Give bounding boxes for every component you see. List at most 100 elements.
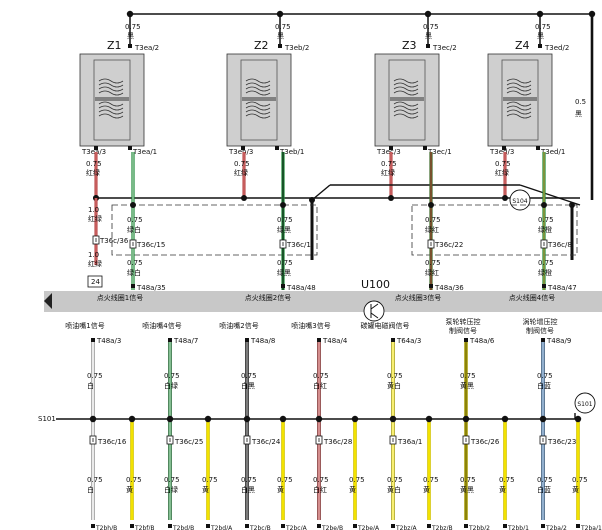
s101-dot	[389, 415, 397, 423]
left-upper-color: 红绿	[88, 214, 102, 223]
bottom-pin-marker	[91, 524, 95, 528]
coil-top-pin: T3eb/2	[284, 44, 309, 52]
yellow-gauge: 0.75	[423, 476, 439, 484]
ecu-top-label: 点火线圈4信号	[509, 293, 555, 302]
ecu-band	[44, 291, 602, 312]
left-lower-color: 红绿	[88, 259, 102, 268]
ecu-bottom-label: 制阀信号	[449, 326, 477, 335]
coil-top-color: 黑	[537, 32, 544, 40]
coil-right-pin-marker	[423, 146, 427, 150]
signal-connector: T36c/22	[434, 241, 463, 249]
signal-lower-color: 绿黑	[277, 268, 291, 277]
coil-winding-icon	[245, 113, 271, 119]
splice-top-label: S104	[512, 198, 527, 205]
yellow-gauge: 0.75	[202, 476, 218, 484]
ecu-top-label: 点火线圈2信号	[245, 293, 291, 302]
bottom-pin-label: T2bz/A	[395, 525, 417, 530]
bottom-pin-label: T2bb/1	[507, 525, 529, 530]
coil-right-pin-marker	[275, 146, 279, 150]
bottom-pin-marker	[391, 524, 395, 528]
ecu-name: U100	[361, 278, 390, 291]
ecu-pin-label: T48a/47	[547, 284, 577, 292]
bottom-pin-marker	[168, 524, 172, 528]
lower-gauge2: 0.75	[241, 476, 257, 484]
coil-winding-icon	[245, 101, 271, 107]
yellow-gauge: 0.75	[572, 476, 588, 484]
lower-color2: 黄白	[387, 485, 401, 494]
s101-dot	[539, 415, 547, 423]
bottom-pin-label: T2be/A	[357, 525, 380, 530]
bottom-pin-marker	[576, 524, 580, 528]
yellow-gauge: 0.75	[126, 476, 142, 484]
signal-connector: T36c/15	[136, 241, 165, 249]
s101-dot	[501, 415, 509, 423]
left-connector: T36c/36	[99, 237, 129, 245]
lower-gauge2: 0.75	[87, 476, 103, 484]
s101-dot	[425, 415, 433, 423]
lower-gauge: 0.75	[164, 372, 180, 380]
ecu-pin-label: T48a/48	[286, 284, 316, 292]
yellow-color: 黄	[126, 485, 133, 494]
lower-color2: 白	[87, 485, 94, 494]
signal-lower-color: 绿橙	[538, 268, 552, 277]
red-wire-gauge: 0.75	[495, 160, 511, 168]
coil-right-pin-marker	[536, 146, 540, 150]
ecu-bottom-label: 泵轮转压控	[446, 317, 481, 326]
coil-winding-icon	[98, 90, 124, 96]
lower-gauge: 0.75	[241, 372, 257, 380]
coil-winding-icon	[98, 101, 124, 107]
lower-gauge: 0.75	[313, 372, 329, 380]
coil-right-pin: T3ed/1	[540, 148, 565, 156]
coil-top-pin-marker	[278, 44, 282, 48]
ground-link	[311, 184, 331, 201]
coil-winding-icon	[98, 82, 124, 88]
bottom-pin-label: T2bz/B	[431, 525, 453, 530]
coil-left-pin-marker	[241, 146, 245, 150]
coil-winding-icon	[506, 82, 532, 88]
signal-lower-gauge: 0.75	[127, 259, 143, 267]
coil-winding-icon	[98, 86, 124, 92]
ecu-bottom-label: 喷油嘴1信号	[65, 321, 104, 330]
bottom-pin-marker	[130, 524, 134, 528]
lower-connector: T36c/24	[251, 438, 281, 446]
lower-gauge: 0.75	[387, 372, 403, 380]
coil-top-pin: T3ec/2	[432, 44, 457, 52]
red-wire-gauge: 0.75	[86, 160, 102, 168]
coil-right-pin: T3ec/1	[427, 148, 452, 156]
coil-inner	[240, 59, 278, 141]
coil-name: Z3	[402, 39, 417, 52]
coil-winding-icon	[393, 105, 419, 111]
ecu-lower-pin: T48a/6	[469, 337, 495, 345]
red-wire-gauge: 0.75	[234, 160, 250, 168]
yellow-gauge: 0.75	[277, 476, 293, 484]
coil-top-gauge: 0.75	[275, 23, 291, 31]
signal-lower-color: 绿白	[127, 268, 141, 277]
coil-right-pin: T3ea/1	[132, 148, 157, 156]
lower-connector: T36a/1	[397, 438, 422, 446]
coil-inner	[501, 59, 539, 141]
red-wire-color: 红绿	[234, 168, 248, 177]
ground-dot	[569, 202, 575, 208]
yellow-color: 黄	[423, 485, 430, 494]
signal-dot	[541, 202, 547, 208]
ecu-lower-pin: T48a/7	[173, 337, 198, 345]
ecu-lower-pin-marker	[464, 338, 468, 342]
transistor-icon-emitter	[370, 312, 379, 319]
coil-left-pin-marker	[389, 146, 393, 150]
ecu-lower-pin-marker	[541, 338, 545, 342]
coil-left-pin: T3ed/3	[489, 148, 514, 156]
coil-left-pin: T3ec/3	[376, 148, 401, 156]
bottom-pin-label: T2be/B	[321, 525, 343, 530]
bottom-pin-label: T2ba/1	[580, 525, 602, 530]
transistor-icon	[363, 300, 385, 322]
ecu-bottom-label: 制阀信号	[526, 326, 554, 335]
ecu-bottom-label: 碳罐电磁阀信号	[361, 321, 410, 330]
splice-bottom-left: S101	[38, 415, 56, 423]
s101-dot	[243, 415, 251, 423]
lower-connector: T36c/28	[323, 438, 352, 446]
yellow-gauge: 0.75	[499, 476, 515, 484]
coil-name: Z1	[107, 39, 122, 52]
lower-gauge: 0.75	[87, 372, 103, 380]
ecu-lower-pin-marker	[168, 338, 172, 342]
